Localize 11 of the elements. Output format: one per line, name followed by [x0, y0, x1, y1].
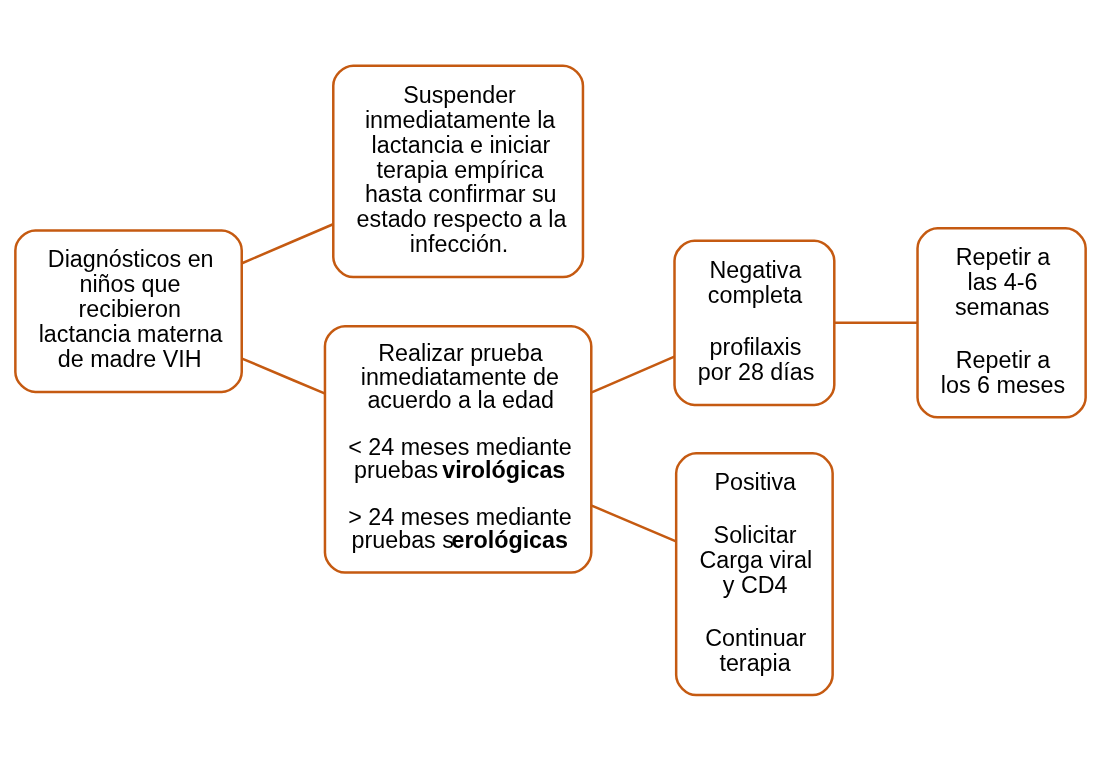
- connector: [834, 321, 918, 324]
- connector: [591, 355, 675, 393]
- node-box: Negativa completa profilaxis por 28 días: [673, 239, 836, 406]
- node-box: Repetir a las 4-6 semanas Repetir a los 6 meses: [916, 226, 1087, 419]
- connector: [241, 356, 326, 395]
- node-box: Realizar prueba inmediatamente de acuerdo a la edad < 24 meses mediante pruebas virológicas > 24 meses mediante pruebas serológicas: [323, 324, 593, 574]
- node-box: Positiva Solicitar Carga viral y CD4 Continuar terapia: [674, 451, 834, 696]
- node-box: Diagnósticos en niños que recibieron lactancia materna de madre VIH: [14, 228, 243, 393]
- connector: [591, 503, 677, 543]
- node-box: Suspender inmediatamente la lactancia e iniciar terapia empírica hasta confirmar su estado respecto a la infección.: [332, 63, 585, 278]
- connector: [241, 222, 334, 264]
